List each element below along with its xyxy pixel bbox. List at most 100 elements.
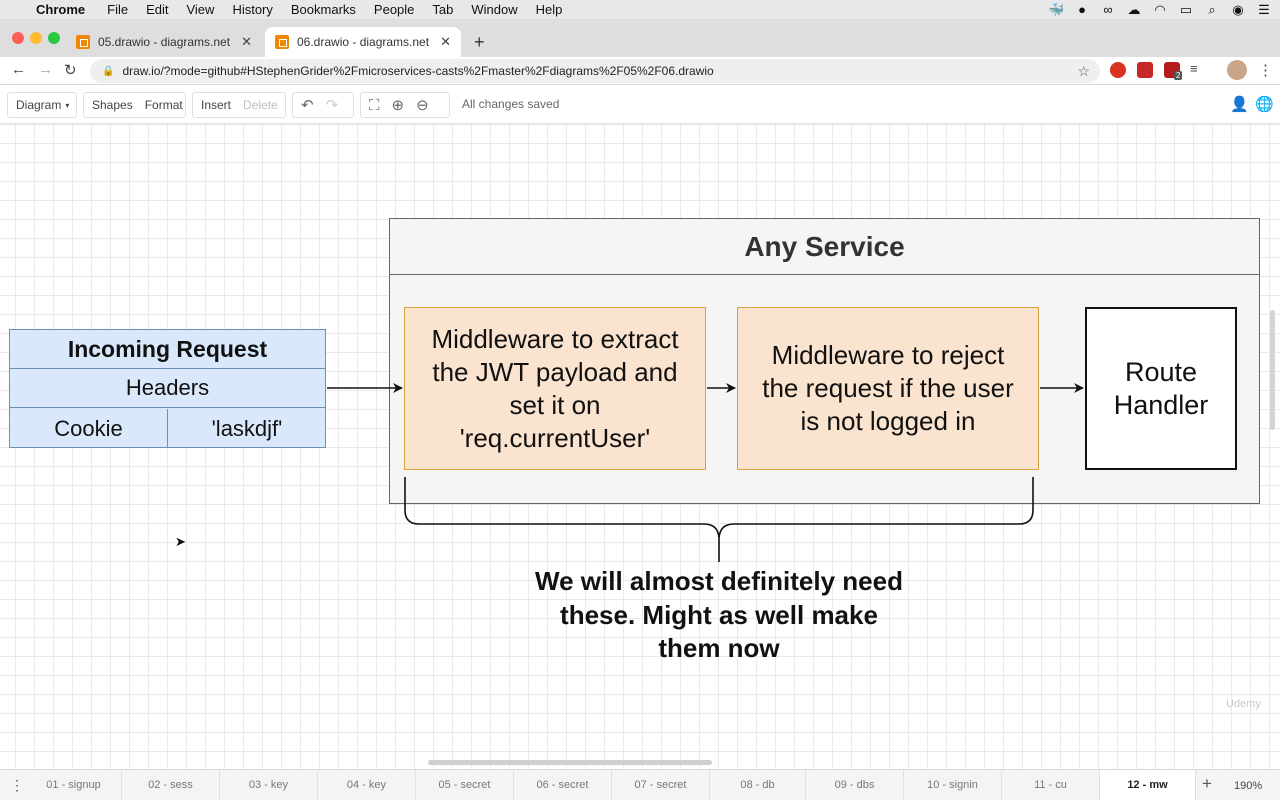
menu-tab[interactable]: Tab (432, 2, 454, 17)
notification-center-icon[interactable]: ☰ (1258, 1, 1270, 17)
shapes-button[interactable]: Shapes (92, 98, 133, 112)
close-tab-icon[interactable]: ✕ (241, 34, 252, 49)
page-tabs-bar: ⋮ 01 - signup 02 - sess 03 - key 04 - ke… (0, 769, 1280, 800)
browser-menu-icon[interactable]: ⋮ (1258, 62, 1273, 79)
menu-bookmarks[interactable]: Bookmarks (290, 2, 356, 17)
minimize-window-button[interactable] (30, 32, 42, 44)
reload-icon[interactable]: ↻ (64, 62, 77, 79)
page-tab-01[interactable]: 01 - signup (26, 770, 122, 800)
tab-title: 06.drawio - diagrams.net (297, 35, 430, 49)
page-tab-06[interactable]: 06 - secret (514, 770, 612, 800)
format-button[interactable]: Format (144, 98, 183, 112)
address-bar[interactable]: 🔒 draw.io/?mode=github#HStephenGrider%2F… (90, 59, 1100, 83)
text-line: Middleware to reject (771, 340, 1005, 370)
text-line: We will almost definitely need (535, 566, 903, 596)
view-group: ⛶ ⊕ ⊖ (360, 92, 450, 118)
menu-app-chrome[interactable]: Chrome (36, 2, 86, 17)
page-tab-08[interactable]: 08 - db (710, 770, 806, 800)
text-line: Handler (1113, 389, 1209, 420)
text-line: these. Might as well make (560, 599, 878, 630)
battery-icon[interactable]: ▭ (1179, 1, 1193, 17)
profile-avatar[interactable] (1227, 60, 1247, 80)
cookie-label-cell: Cookie (10, 409, 168, 448)
new-tab-button[interactable]: + (474, 32, 485, 52)
menu-view[interactable]: View (186, 2, 215, 17)
reading-list-icon[interactable]: ≡ (1190, 61, 1198, 76)
menu-window[interactable]: Window (471, 2, 518, 17)
docker-icon[interactable]: 🐳 (1048, 1, 1065, 17)
spotlight-search-icon[interactable]: ⌕ (1208, 1, 1216, 17)
text-line: them now (658, 633, 780, 663)
mouse-pointer-icon: ➤ (175, 534, 186, 549)
text-line: Middleware to extract (431, 323, 679, 354)
cloud-icon[interactable]: ☁ (1127, 1, 1141, 17)
route-handler-box[interactable]: Route Handler (1085, 307, 1237, 470)
zoom-level[interactable]: 190% (1234, 780, 1263, 792)
bookmark-star-icon[interactable]: ☆ (1077, 62, 1090, 79)
incoming-request-table[interactable]: Incoming Request Headers Cookie 'laskdjf… (9, 329, 326, 448)
insert-button[interactable]: Insert (201, 98, 232, 112)
delete-button[interactable]: Delete (243, 98, 278, 112)
page-tab-04[interactable]: 04 - key (318, 770, 416, 800)
lock-icon: 🔒 (102, 65, 115, 77)
page-tab-05[interactable]: 05 - secret (416, 770, 514, 800)
headers-row: Headers (10, 369, 325, 408)
annotation-note[interactable]: We will almost definitely need these. Mi… (470, 565, 968, 666)
glasses-icon[interactable]: ∞ (1103, 2, 1113, 17)
pages-menu-icon[interactable]: ⋮ (10, 777, 24, 793)
zoom-in-icon[interactable]: ⊕ (391, 97, 405, 114)
undo-icon[interactable]: ↶ (301, 97, 314, 114)
vertical-scrollbar[interactable] (1270, 310, 1275, 430)
middleware-extract-text: Middleware to extract the JWT payload an… (431, 323, 678, 455)
page-tab-09[interactable]: 09 - dbs (806, 770, 904, 800)
redo-icon[interactable]: ↷ (325, 97, 339, 114)
browser-tab-05[interactable]: 05.drawio - diagrams.net ✕ (66, 27, 262, 57)
mac-menu-bar: Chrome File Edit View History Bookmarks … (0, 0, 1280, 19)
user-icon[interactable]: 👤 (1230, 96, 1249, 113)
close-window-button[interactable] (12, 32, 24, 44)
page-tab-10[interactable]: 10 - signin (904, 770, 1002, 800)
insert-delete-group: Insert Delete (192, 92, 286, 118)
page-tab-11[interactable]: 11 - cu (1002, 770, 1100, 800)
menu-history[interactable]: History (232, 2, 273, 17)
text-line: the JWT payload and (432, 356, 678, 387)
diagram-menu-button[interactable]: Diagram ▾ (7, 92, 77, 118)
siri-icon[interactable]: ◉ (1232, 1, 1244, 17)
adblock-extension-icon[interactable] (1110, 62, 1126, 78)
back-arrow-icon[interactable]: ← (11, 61, 26, 78)
menu-file[interactable]: File (107, 2, 129, 17)
middleware-extract-box[interactable]: Middleware to extract the JWT payload an… (404, 307, 706, 470)
wifi-icon[interactable]: ◠ (1154, 1, 1166, 17)
browser-tab-strip: 05.drawio - diagrams.net ✕ 06.drawio - d… (0, 19, 1280, 57)
close-tab-icon[interactable]: ✕ (440, 34, 451, 49)
request-title: Incoming Request (10, 330, 325, 369)
horizontal-scrollbar[interactable] (428, 760, 712, 765)
menu-edit[interactable]: Edit (146, 2, 169, 17)
cookie-value-cell: 'laskdjf' (211, 415, 283, 441)
language-globe-icon[interactable]: 🌐 (1255, 96, 1274, 113)
curly-brace[interactable] (404, 477, 1034, 562)
middleware-reject-box[interactable]: Middleware to reject the request if the … (737, 307, 1039, 470)
browser-toolbar: ← → ↻ 🔒 draw.io/?mode=github#HStephenGri… (0, 57, 1280, 85)
drawio-favicon-icon (275, 35, 289, 49)
page-tab-07[interactable]: 07 - secret (612, 770, 710, 800)
container-title: Any Service (390, 219, 1259, 275)
extension-icon[interactable] (1137, 62, 1153, 78)
page-tab-12-active[interactable]: 12 - mw (1100, 770, 1196, 800)
browser-tab-06[interactable]: 06.drawio - diagrams.net ✕ (265, 27, 461, 57)
extension-badge: 2 (1174, 71, 1183, 80)
add-page-button[interactable]: + (1202, 774, 1212, 793)
fit-page-icon[interactable]: ⛶ (369, 96, 380, 114)
zoom-out-icon[interactable]: ⊖ (416, 97, 429, 114)
zoom-window-button[interactable] (48, 32, 60, 44)
forward-arrow-icon[interactable]: → (38, 61, 53, 78)
diagram-menu-label: Diagram (16, 98, 62, 112)
url-text: draw.io/?mode=github#HStephenGrider%2Fmi… (122, 64, 714, 78)
page-tab-03[interactable]: 03 - key (220, 770, 318, 800)
menu-help[interactable]: Help (535, 2, 563, 17)
shapes-format-group: Shapes Format (83, 92, 186, 118)
page-tab-02[interactable]: 02 - sess (122, 770, 220, 800)
app-status-icon[interactable]: ● (1078, 2, 1086, 17)
menu-people[interactable]: People (373, 2, 415, 17)
